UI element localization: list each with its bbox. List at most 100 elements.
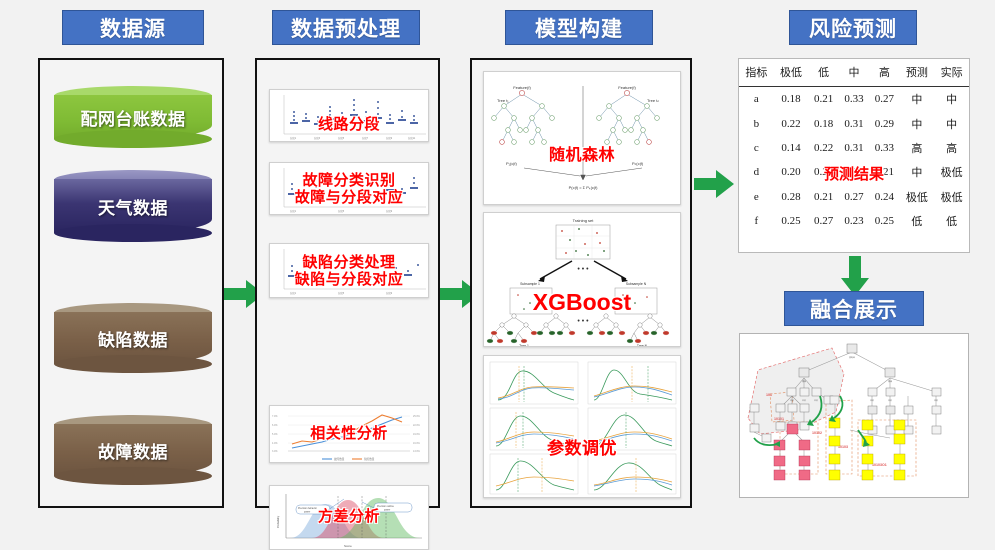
header-data-source: 数据源 — [62, 10, 204, 45]
data-source-label: 配网台账数据 — [80, 109, 186, 129]
arrow-risk-to-fusion — [838, 256, 872, 296]
header-preprocessing: 数据预处理 — [272, 10, 420, 45]
fusion-topology-panel[interactable]: 101 10101 10102 10103 10103O1 — [739, 333, 969, 498]
svg-text:13.0%: 13.0% — [413, 450, 421, 453]
table-cell-预测: 低 — [911, 216, 923, 229]
data-source-cylinder-0[interactable]: 配网台账数据 — [54, 86, 212, 148]
table-cell-实际: 中 — [946, 94, 958, 107]
table-cell-预测: 中 — [911, 94, 923, 107]
svg-text:开关: 开关 — [790, 398, 794, 402]
header-risk-prediction: 风险预测 — [789, 10, 917, 45]
table-cell-实际: 中 — [946, 118, 958, 131]
svg-text:变电站: 变电站 — [849, 355, 855, 359]
svg-text:Tree t₁: Tree t₁ — [497, 98, 509, 103]
table-header-cell-5: 预测 — [899, 59, 935, 87]
arrow-modeling-to-risk — [694, 167, 734, 201]
table-cell-低: 0.21 — [813, 190, 834, 203]
table-header-cell-0: 指标 — [739, 59, 774, 87]
table-header-cell-4: 高 — [869, 59, 900, 87]
svg-text:分段9: 分段9 — [386, 291, 393, 295]
svg-text:Pₙ(c|f): Pₙ(c|f) — [632, 161, 644, 166]
model-card-1[interactable]: Training set • • • — [483, 212, 681, 347]
svg-text:19.0%: 19.0% — [413, 433, 421, 436]
header-fusion-display: 融合展示 — [784, 291, 924, 326]
table-cell-指标: a — [753, 93, 759, 106]
model-card-2[interactable]: 参数调优 — [483, 355, 681, 498]
svg-text:分段1: 分段1 — [290, 209, 297, 213]
svg-text:Precision behavior: Precision behavior — [298, 507, 317, 510]
table-cell-预测: 中 — [911, 118, 923, 131]
arrow-source-to-preprocessing — [224, 277, 264, 311]
table-cell-实际: 极低 — [940, 191, 963, 204]
svg-text:Feature(f): Feature(f) — [513, 85, 531, 90]
table-cell-中: 0.30 — [844, 166, 864, 179]
svg-text:10102: 10102 — [812, 431, 822, 435]
svg-text:Tree 1: Tree 1 — [519, 344, 529, 347]
table-cell-高: 0.21 — [874, 166, 894, 179]
svg-text:分段11: 分段11 — [408, 136, 416, 140]
svg-text:分段5: 分段5 — [338, 209, 345, 213]
table-cell-极低: 0.25 — [781, 215, 801, 228]
data-source-cylinder-2[interactable]: 缺陷数据 — [54, 303, 212, 373]
svg-text:Subsample 1: Subsample 1 — [520, 282, 540, 286]
cylinder-bottom — [54, 224, 212, 242]
svg-text:10103O1: 10103O1 — [872, 463, 887, 467]
table-cell-高: 0.29 — [874, 117, 894, 130]
svg-text:开关: 开关 — [814, 398, 818, 402]
svg-text:10101: 10101 — [774, 417, 784, 421]
svg-text:P₁(c|f): P₁(c|f) — [506, 161, 518, 166]
svg-text:P(c|f) = Σ Pₖ(c|f): P(c|f) = Σ Pₖ(c|f) — [569, 185, 598, 190]
svg-text:分段1: 分段1 — [290, 291, 297, 295]
svg-text:分段9: 分段9 — [386, 136, 393, 140]
table-cell-实际: 低 — [946, 216, 958, 229]
svg-text:6.0%: 6.0% — [272, 424, 278, 427]
svg-text:分段5: 分段5 — [338, 136, 345, 140]
svg-text:• • •: • • • — [577, 318, 589, 325]
svg-text:开关: 开关 — [934, 398, 938, 402]
header-modeling: 模型构建 — [505, 10, 653, 45]
data-source-cylinder-1[interactable]: 天气数据 — [54, 170, 212, 242]
table-cell-极低: 0.20 — [781, 166, 801, 179]
table-header-cell-2: 低 — [808, 59, 839, 87]
table-cell-预测: 中 — [911, 167, 923, 180]
svg-text:16.0%: 16.0% — [413, 442, 421, 445]
table-cell-极低: 0.22 — [781, 117, 801, 130]
svg-text:分段3: 分段3 — [314, 136, 321, 140]
workflow-diagram: 数据源 配网台账数据 天气数据 缺陷数据 故障数据 — [38, 10, 970, 550]
svg-text:5.0%: 5.0% — [272, 433, 278, 436]
table-cell-高: 0.33 — [874, 141, 894, 154]
table-header-row: 指标极低低中高预测实际 — [739, 59, 969, 87]
table-cell-低: 0.22 — [813, 141, 834, 154]
table-cell-指标: c — [753, 141, 759, 154]
data-source-cylinder-3[interactable]: 故障数据 — [54, 415, 212, 485]
table-cell-低: 0.18 — [813, 117, 834, 130]
table-cell-中: 0.33 — [844, 93, 864, 106]
dual-line-chart: 7.0%6.0% 5.0%4.0%3.0% 25.0%22.0% 19.0%16… — [270, 406, 428, 462]
svg-text:power: power — [304, 511, 310, 514]
preprocessing-card-3[interactable]: 7.0%6.0% 5.0%4.0%3.0% 25.0%22.0% 19.0%16… — [269, 405, 429, 463]
table-cell-预测: 极低 — [905, 191, 928, 204]
table-cell-指标: f — [754, 215, 759, 228]
table-cell-高: 0.27 — [874, 93, 894, 106]
table-cell-指标: d — [753, 166, 760, 179]
table-cell-中: 0.31 — [844, 141, 864, 154]
svg-text:馈线: 馈线 — [888, 379, 892, 383]
svg-text:故障数量: 故障数量 — [334, 457, 345, 461]
svg-text:Precision outline: Precision outline — [377, 505, 395, 508]
